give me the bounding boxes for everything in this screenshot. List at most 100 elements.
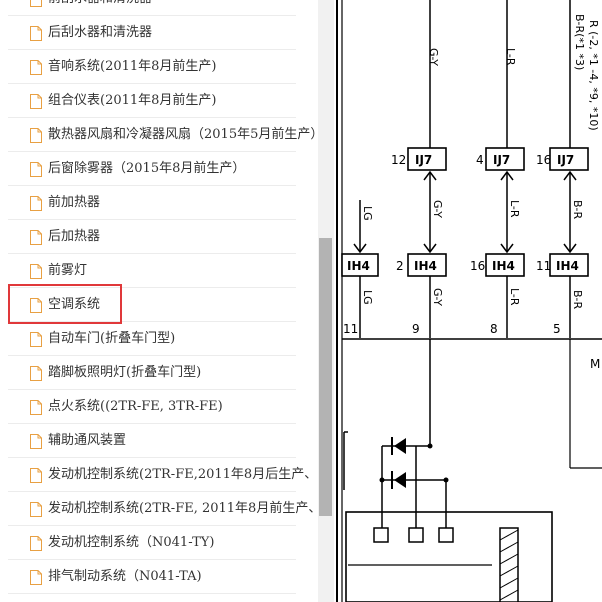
connector-ih4-2 xyxy=(407,253,447,277)
sidebar-item-label: 后加热器 xyxy=(48,229,101,244)
document-icon xyxy=(30,264,42,279)
divider xyxy=(8,117,296,118)
connector-ih4-1-label: IH4 xyxy=(347,259,370,273)
sidebar-item[interactable]: 后加热器 xyxy=(0,220,318,254)
pin-bottom-4: 5 xyxy=(553,322,561,336)
document-icon xyxy=(30,502,42,517)
sidebar-item[interactable]: 前加热器 xyxy=(0,186,318,220)
connector-ih4-3-label: IH4 xyxy=(492,259,515,273)
document-icon xyxy=(30,162,42,177)
sidebar-item[interactable]: 散热器风扇和冷凝器风扇（2015年5月前生产） xyxy=(0,118,318,152)
pin-bottom-3: 8 xyxy=(490,322,498,336)
wire-label-lr-bot: L-R xyxy=(508,288,521,306)
wire-label-lr-mid: L-R xyxy=(508,200,521,218)
sidebar-item[interactable]: 点火系统((2TR-FE, 3TR-FE) xyxy=(0,390,318,424)
sidebar-item[interactable]: 发动机控制系统(2TR-FE,2011年8月后生产、3T xyxy=(0,458,318,492)
sidebar-item-label: 空调系统 xyxy=(48,297,101,312)
scrollbar-thumb[interactable] xyxy=(319,238,332,516)
document-icon xyxy=(30,468,42,483)
document-icon xyxy=(30,536,42,551)
divider xyxy=(8,83,296,84)
pin-ij7-3: 16 xyxy=(536,153,551,167)
sidebar-item[interactable]: 前雾灯 xyxy=(0,254,318,288)
connector-ih4-3 xyxy=(485,253,525,277)
pin-ih4-2: 2 xyxy=(396,259,404,273)
divider xyxy=(8,593,296,594)
wire-label-gy-mid: G-Y xyxy=(431,200,444,218)
wire-label-br-mid: B-R xyxy=(571,200,584,220)
sidebar-item-label: 发动机控制系统（N041-TY) xyxy=(48,535,215,550)
sidebar-item[interactable]: 发动机控制系统(2TR-FE, 2011年8月前生产、3T xyxy=(0,492,318,526)
connector-ij7-1-label: IJ7 xyxy=(415,153,432,167)
sidebar-item[interactable]: 空调系统 xyxy=(0,288,318,322)
wire-label-lg-bot: LG xyxy=(361,290,374,305)
divider xyxy=(8,185,296,186)
sidebar-item[interactable]: 音响系统(2011年8月前生产) xyxy=(0,50,318,84)
wire-label-gy-top: G-Y xyxy=(427,48,440,66)
sidebar-item[interactable]: 排气制动系统（N041-TA) xyxy=(0,560,318,594)
component-list: 前刮水器和清洗器后刮水器和清洗器音响系统(2011年8月前生产) 组合仪表(201… xyxy=(0,0,318,594)
sidebar-item[interactable]: 踏脚板照明灯(折叠车门型) xyxy=(0,356,318,390)
pin-ih4-4: 11 xyxy=(536,259,551,273)
document-icon xyxy=(30,570,42,585)
document-icon xyxy=(30,230,42,245)
sidebar-item-label: 自动车门(折叠车门型) xyxy=(48,331,176,346)
divider xyxy=(8,49,296,50)
pin-bottom-2: 9 xyxy=(412,322,420,336)
sidebar-item-label: 发动机控制系统(2TR-FE, 2011年8月前生产、3T xyxy=(48,501,318,516)
pin-ij7-1: 12 xyxy=(391,153,406,167)
right-wire-label: R (-2, *1 -4, *9, *10) xyxy=(587,20,600,131)
sidebar-item[interactable]: 自动车门(折叠车门型) xyxy=(0,322,318,356)
pin-bottom-1: 11 xyxy=(343,322,358,336)
sidebar-item[interactable]: 后窗除雾器（2015年8月前生产） xyxy=(0,152,318,186)
sidebar-item[interactable]: 组合仪表(2011年8月前生产) xyxy=(0,84,318,118)
sidebar-item-label: 发动机控制系统(2TR-FE,2011年8月后生产、3T xyxy=(48,467,318,482)
sidebar-item-label: 排气制动系统（N041-TA) xyxy=(48,569,202,584)
wire-label-br-bot: B-R xyxy=(571,290,584,310)
connector-ih4-4-label: IH4 xyxy=(556,259,579,273)
wire-label-gy-bot: G-Y xyxy=(431,288,444,306)
document-icon xyxy=(30,400,42,415)
sidebar-item[interactable]: 辅助通风装置 xyxy=(0,424,318,458)
sidebar-item-label: 后窗除雾器（2015年8月前生产） xyxy=(48,161,246,176)
connector-ij7-3 xyxy=(549,147,589,171)
connector-ij7-1 xyxy=(407,147,447,171)
document-icon xyxy=(30,60,42,75)
sidebar-item-label: 点火系统((2TR-FE, 3TR-FE) xyxy=(48,399,223,414)
document-icon xyxy=(30,298,42,313)
document-icon xyxy=(30,434,42,449)
document-icon xyxy=(30,196,42,211)
sidebar-item-label: 前雾灯 xyxy=(48,263,88,278)
divider xyxy=(8,389,296,390)
document-icon xyxy=(30,94,42,109)
sidebar-item[interactable]: 前刮水器和清洗器 xyxy=(0,0,318,16)
divider xyxy=(8,457,296,458)
divider xyxy=(8,321,296,322)
wire-label-lg-mid: LG xyxy=(361,206,374,221)
document-icon xyxy=(30,332,42,347)
wiring-diagram: B-R(*1 *3) R (-2, *1 -4, *9, *10) G-Y L-… xyxy=(336,0,602,602)
sidebar-item-label: 辅助通风装置 xyxy=(48,433,127,448)
document-icon xyxy=(30,128,42,143)
sidebar-item-label: 踏脚板照明灯(折叠车门型) xyxy=(48,365,202,380)
divider xyxy=(8,559,296,560)
sidebar-item-label: 散热器风扇和冷凝器风扇（2015年5月前生产） xyxy=(48,127,318,142)
divider xyxy=(8,355,296,356)
divider xyxy=(8,151,296,152)
pin-ij7-2: 4 xyxy=(476,153,484,167)
pin-ih4-3: 16 xyxy=(470,259,485,273)
connector-ij7-3-label: IJ7 xyxy=(557,153,574,167)
sidebar-item[interactable]: 发动机控制系统（N041-TY) xyxy=(0,526,318,560)
sidebar-item-label: 前加热器 xyxy=(48,195,101,210)
sidebar-item-label: 组合仪表(2011年8月前生产) xyxy=(48,93,217,108)
document-icon xyxy=(30,366,42,381)
sidebar-item[interactable]: 后刮水器和清洗器 xyxy=(0,16,318,50)
sidebar-item-label: 后刮水器和清洗器 xyxy=(48,25,153,40)
connector-ih4-4 xyxy=(549,253,589,277)
divider xyxy=(8,287,296,288)
connector-ih4-2-label: IH4 xyxy=(414,259,437,273)
divider xyxy=(8,253,296,254)
divider xyxy=(8,491,296,492)
wire-label-lr-top: L-R xyxy=(504,48,517,66)
divider xyxy=(8,525,296,526)
